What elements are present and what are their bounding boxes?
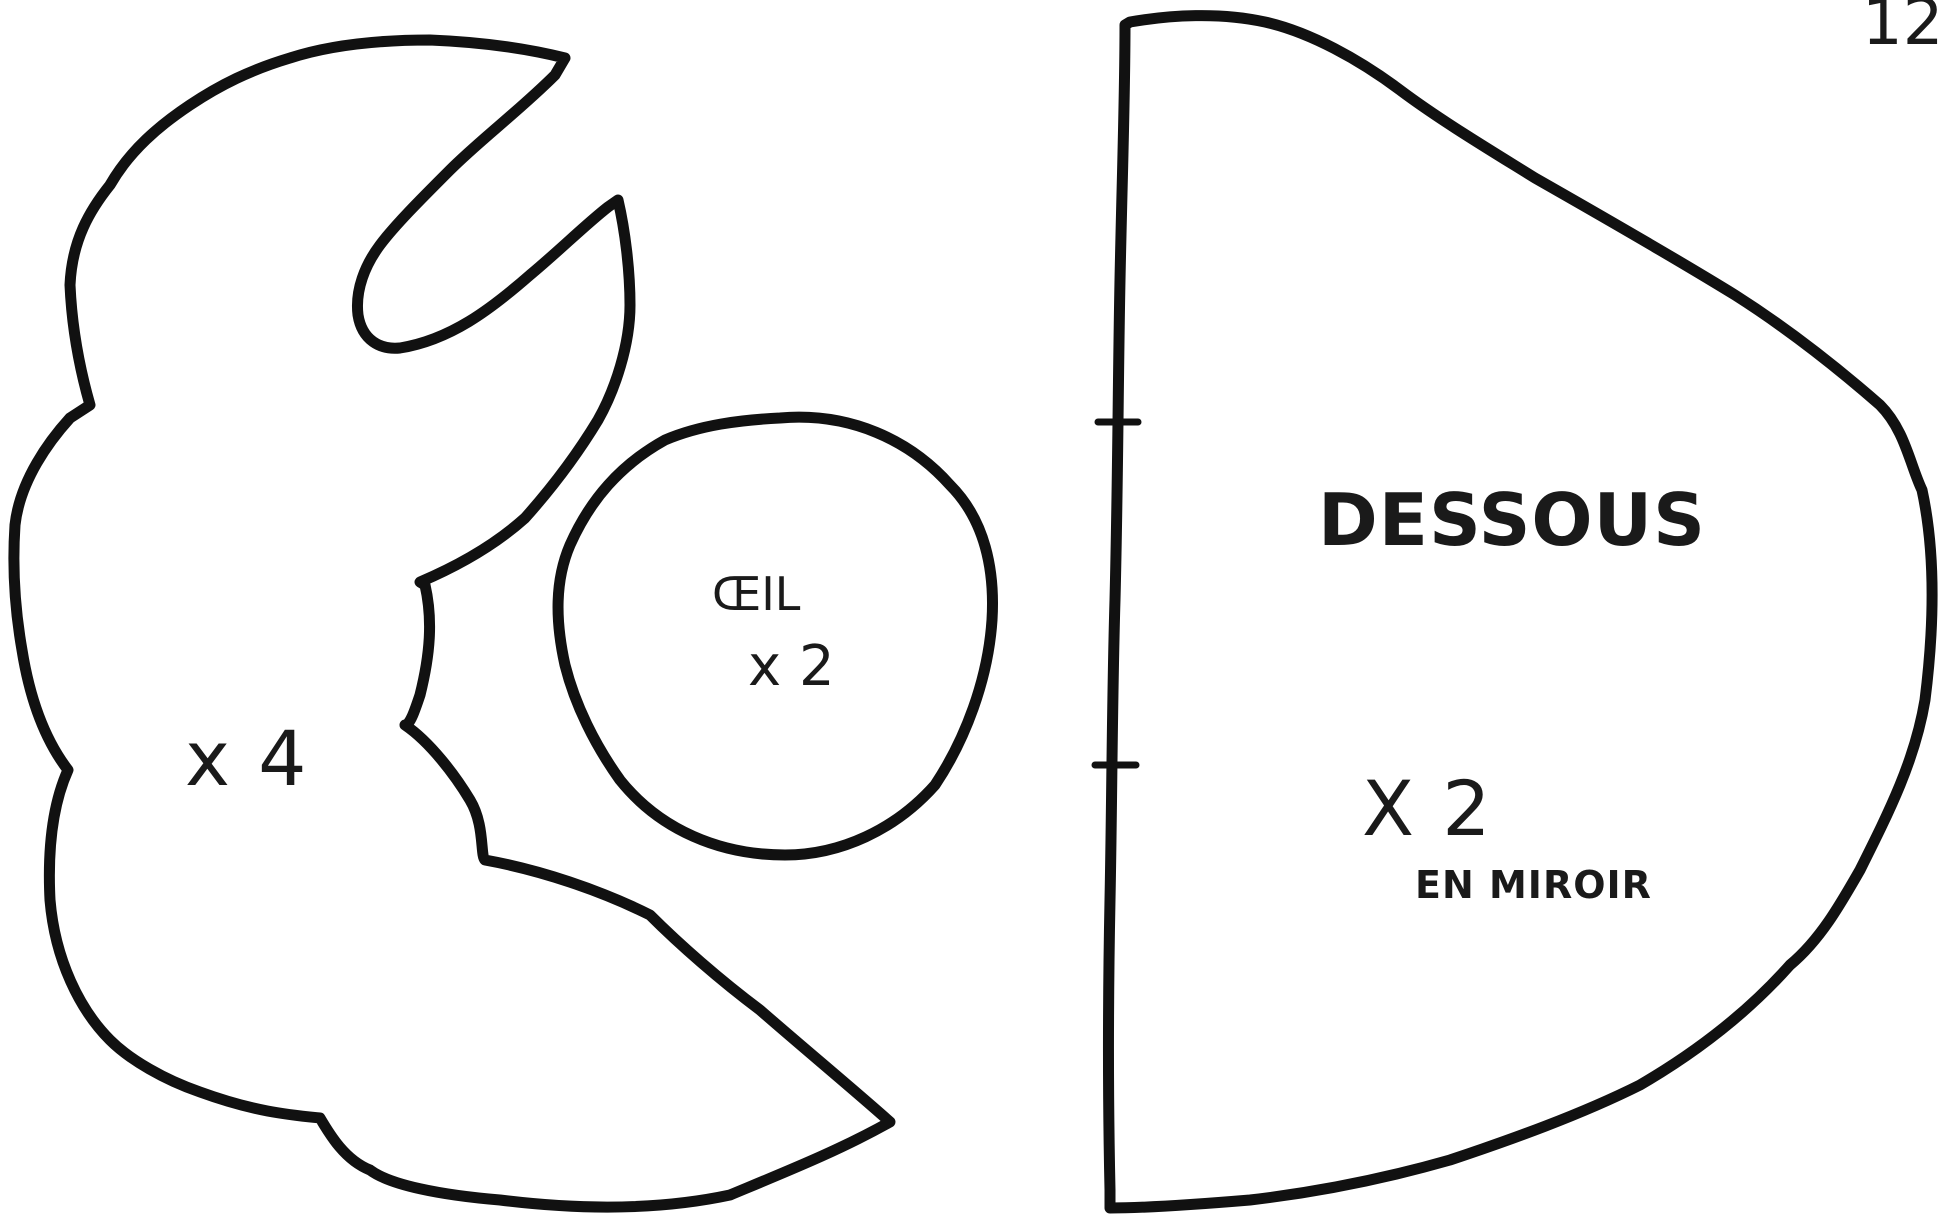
underside-name-label: DESSOUS — [1318, 478, 1706, 562]
page-number: 12 — [1862, 0, 1943, 60]
underside-pattern-outline — [1103, 10, 1938, 1214]
eye-name-label: ŒIL — [712, 567, 801, 621]
underside-quantity-label: X 2 — [1362, 764, 1493, 853]
eye-pattern-outline — [552, 411, 998, 861]
body-pattern-outline — [8, 34, 896, 1213]
body-quantity-label: x 4 — [185, 714, 309, 803]
eye-quantity-label: x 2 — [748, 634, 835, 699]
underside-mirror-note: EN MIROIR — [1415, 863, 1652, 907]
